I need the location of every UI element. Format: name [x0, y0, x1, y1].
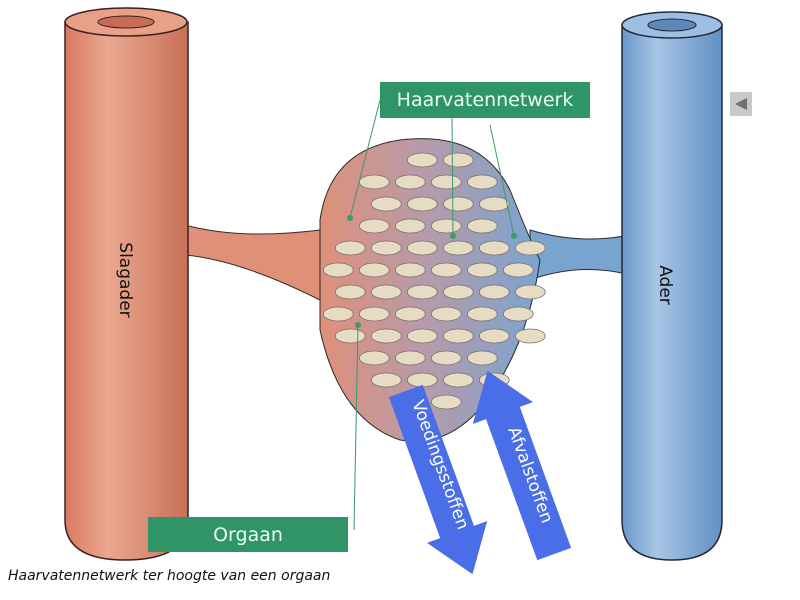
capillary-cell	[358, 306, 390, 322]
capillary-cell	[406, 196, 438, 212]
capillary-cell	[430, 350, 462, 366]
capillary-cell	[442, 372, 474, 388]
organ-label: Orgaan	[148, 517, 348, 552]
capillary-cell	[430, 394, 462, 410]
waste-arrow	[472, 370, 572, 561]
capillary-cell	[442, 240, 474, 256]
capillary-cell	[442, 328, 474, 344]
capillary-cell	[406, 328, 438, 344]
capillary-cell	[370, 240, 402, 256]
capillary-cell	[514, 284, 546, 300]
capillary-cell	[478, 240, 510, 256]
capillary-network-label: Haarvatennetwerk	[380, 82, 590, 118]
capillary-cell	[334, 284, 366, 300]
capillary-cell	[322, 306, 354, 322]
capillary-cell	[358, 174, 390, 190]
artery	[64, 7, 189, 561]
capillary-network	[319, 138, 546, 442]
capillary-cell	[358, 262, 390, 278]
capillary-cell	[370, 372, 402, 388]
capillary-cell	[358, 218, 390, 234]
capillary-cell	[466, 306, 498, 322]
figure-caption: Haarvatennetwerk ter hoogte van een orga…	[8, 568, 331, 584]
capillary-cell	[394, 350, 426, 366]
capillary-cell	[394, 174, 426, 190]
vein-label: Ader	[655, 265, 675, 305]
pointer-lines	[347, 99, 517, 531]
capillary-cell	[478, 284, 510, 300]
capillary-cell	[370, 284, 402, 300]
capillary-cell	[514, 240, 546, 256]
capillary-cell	[430, 218, 462, 234]
capillary-cell	[502, 262, 534, 278]
capillary-cell	[442, 152, 474, 168]
artery-branch	[184, 224, 321, 301]
capillary-cell	[406, 240, 438, 256]
capillary-cell	[466, 218, 498, 234]
capillary-cell	[334, 328, 366, 344]
capillary-cell	[406, 372, 438, 388]
capillary-cell	[334, 240, 366, 256]
artery-label: Slagader	[115, 242, 135, 318]
capillary-cell	[370, 328, 402, 344]
capillary-cell	[466, 262, 498, 278]
previous-button[interactable]	[730, 92, 752, 116]
capillary-cell	[466, 350, 498, 366]
capillary-cell	[370, 196, 402, 212]
capillary-cell	[430, 262, 462, 278]
capillary-cell	[466, 174, 498, 190]
capillary-cell	[478, 328, 510, 344]
vein	[621, 11, 723, 561]
capillary-cell	[430, 174, 462, 190]
vein-branch	[529, 229, 631, 281]
capillary-cell	[394, 218, 426, 234]
capillary-cell	[430, 306, 462, 322]
triangle-left-icon	[735, 98, 747, 110]
capillary-cell	[322, 262, 354, 278]
capillary-cell	[478, 196, 510, 212]
capillary-cell	[394, 306, 426, 322]
capillary-cell	[394, 262, 426, 278]
capillary-cell	[502, 306, 534, 322]
capillary-cell	[442, 196, 474, 212]
capillary-cell	[514, 328, 546, 344]
capillary-cell	[358, 350, 390, 366]
capillary-cell	[406, 152, 438, 168]
capillary-cell	[442, 284, 474, 300]
nutrients-arrow	[388, 384, 488, 575]
capillary-cell	[406, 284, 438, 300]
